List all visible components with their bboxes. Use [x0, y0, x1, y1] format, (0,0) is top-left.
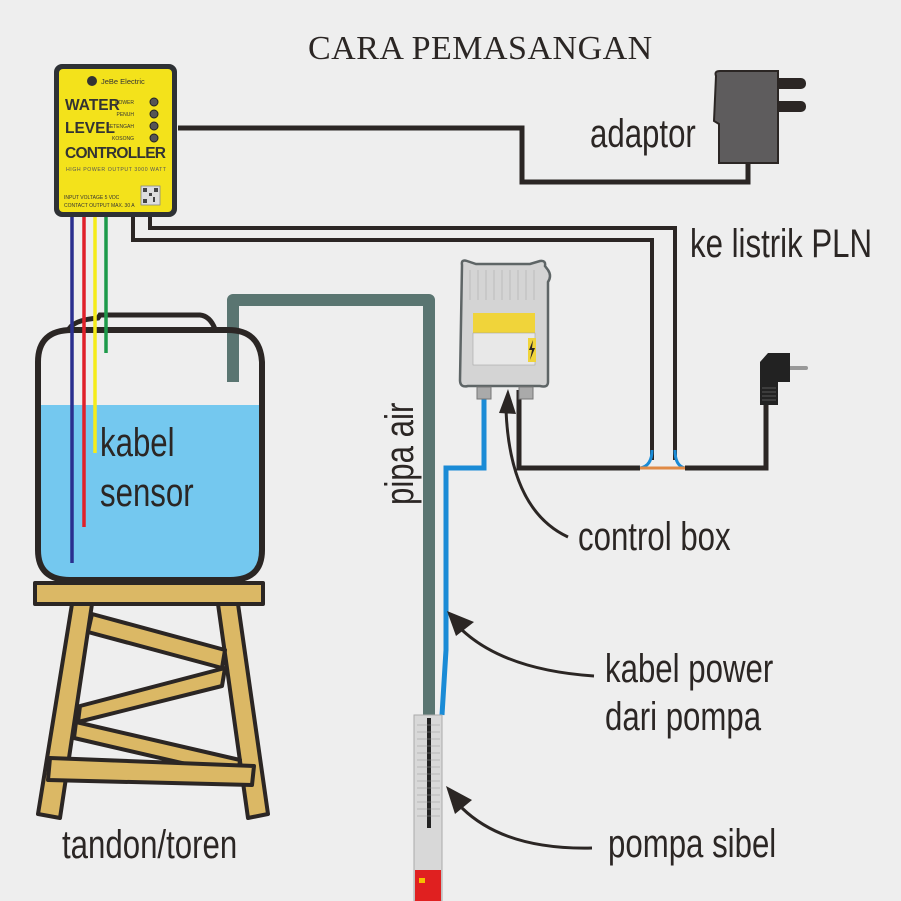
controller-output-cable-2 — [148, 215, 677, 460]
wall-plug-icon — [760, 353, 808, 405]
label-tandon-toren: tandon/toren — [62, 823, 238, 867]
controller-brand: JeBe Electric — [101, 77, 145, 86]
label-kabel-power-line-1: kabel power — [605, 647, 774, 691]
controller-name-line-3: CONTROLLER — [65, 145, 166, 162]
junction-blue-right — [673, 449, 686, 470]
pump-power-cable — [439, 392, 487, 716]
submersible-pump-icon — [413, 714, 443, 901]
label-adaptor: adaptor — [590, 112, 696, 156]
label-kabel-power: kabel power dari pompa — [605, 645, 773, 741]
indicator-penuh-label: PENUH — [116, 112, 134, 118]
sensor-wires — [70, 215, 108, 563]
water-tank — [35, 312, 265, 583]
lightning-icon — [529, 340, 535, 360]
water-level-controller: JeBe Electric WATER LEVEL CONTROLLER POW… — [54, 64, 177, 217]
adaptor-cable — [178, 125, 751, 185]
control-box — [458, 259, 552, 400]
water-pipe — [227, 294, 435, 715]
label-pompa-sibel: pompa sibel — [608, 822, 777, 866]
label-kabel-power-line-2: dari pompa — [605, 695, 762, 739]
control-box-cable — [516, 390, 640, 471]
indicator-kosong-led — [149, 133, 159, 143]
label-ke-listrik-pln: ke listrik PLN — [690, 222, 873, 266]
indicator-power-led — [149, 97, 159, 107]
arrow-control-box — [499, 389, 569, 539]
arrow-pompa-sibel — [446, 786, 593, 850]
controller-spec-1: INPUT VOLTAGE 5 VDC — [64, 195, 120, 201]
indicator-kosong-label: KOSONG — [112, 136, 134, 142]
controller-output-cable-1 — [131, 215, 654, 460]
tank-stand — [33, 581, 270, 820]
brand-logo-icon — [87, 76, 97, 86]
label-kabel-sensor-line-2: sensor — [100, 471, 194, 515]
controller-spec-2: CONTACT OUTPUT MAX. 30 A — [64, 203, 135, 209]
label-kabel-sensor-line-1: kabel — [100, 421, 175, 465]
label-control-box: control box — [578, 515, 731, 559]
indicator-power-label: POWER — [115, 100, 134, 106]
label-pipa-air: pipa air — [378, 402, 422, 505]
indicator-penuh-led — [149, 109, 159, 119]
arrow-kabel-power — [447, 611, 595, 678]
indicator-setengah-label: SETENGAH — [106, 124, 134, 130]
controller-name-line-2: LEVEL — [65, 120, 115, 137]
plug-cable — [685, 405, 769, 471]
adaptor-icon — [712, 70, 806, 164]
indicator-setengah-led — [149, 121, 159, 131]
label-kabel-sensor: kabel sensor — [100, 418, 194, 518]
controller-subtitle: HIGH POWER OUTPUT 3000 WATT — [66, 167, 167, 173]
page-title: CARA PEMASANGAN — [308, 30, 653, 67]
controller-name-line-1: WATER — [65, 97, 120, 114]
